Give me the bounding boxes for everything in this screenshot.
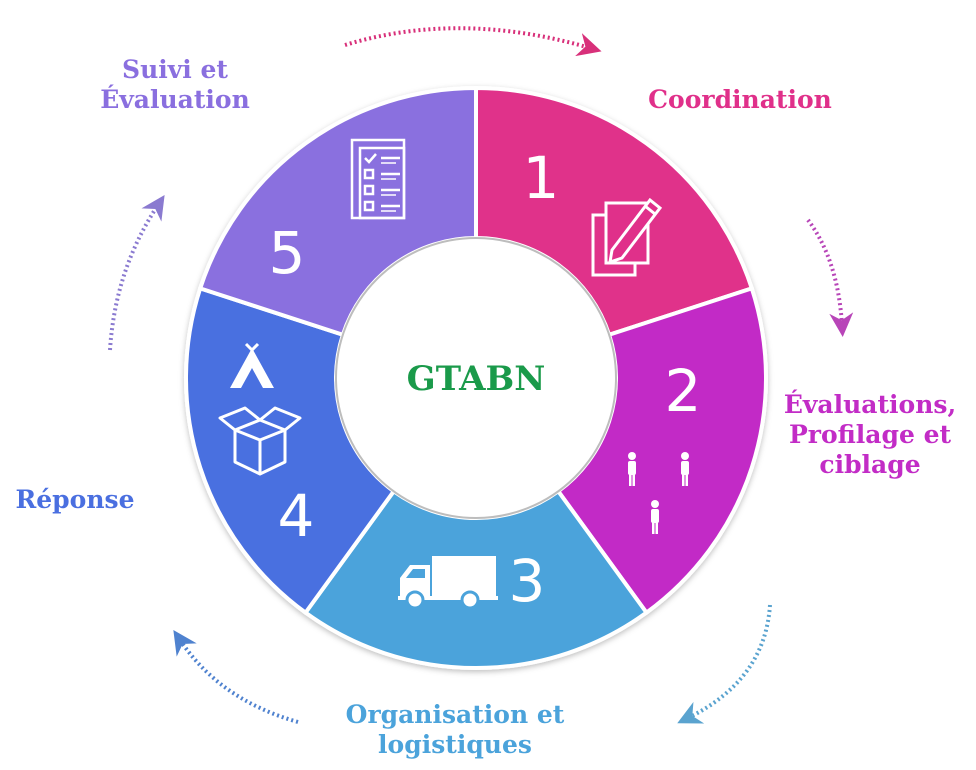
step-3-label: Organisation et logistiques <box>345 700 565 759</box>
tent-box-icon <box>218 342 302 476</box>
step-3-number: 3 <box>509 547 546 615</box>
center-title: GTABN <box>407 359 546 399</box>
edit-document-icon <box>591 197 663 277</box>
step-4-number: 4 <box>278 482 315 550</box>
arrow-4-to-5 <box>173 630 299 724</box>
people-icon <box>628 452 689 534</box>
arrow-1-to-2 <box>344 26 602 57</box>
center-circle <box>335 237 617 519</box>
step-4-label: Réponse <box>15 485 135 514</box>
truck-icon <box>398 556 498 610</box>
step-2-number: 2 <box>665 357 702 425</box>
step-1-number: 1 <box>523 144 560 212</box>
checklist-icon <box>350 138 406 220</box>
arrow-3-to-4 <box>677 604 772 724</box>
arrow-5-to-1 <box>108 194 165 351</box>
step-2-label: Évaluations, Profilage et ciblage <box>783 390 957 479</box>
step-5-label: Suivi et Évaluation <box>100 55 250 114</box>
step-1-label: Coordination <box>648 85 832 114</box>
step-5-number: 5 <box>269 219 306 287</box>
arrow-2-to-3 <box>806 218 854 337</box>
